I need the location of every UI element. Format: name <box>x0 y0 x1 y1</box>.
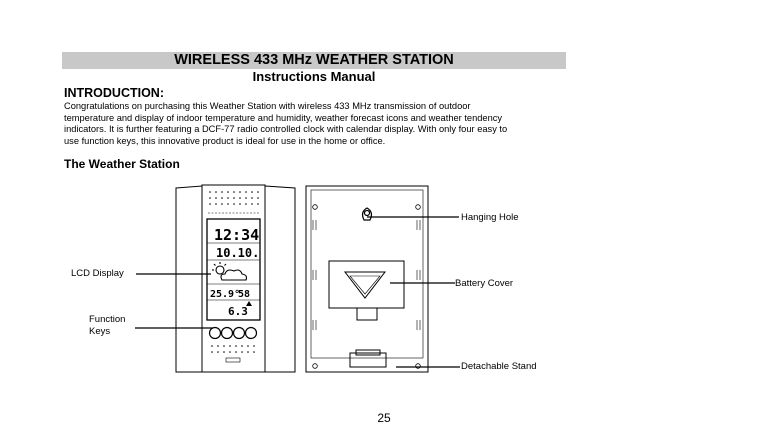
battery-cover <box>328 260 405 321</box>
introduction-heading: INTRODUCTION: <box>64 86 164 100</box>
hanging-hole-label: Hanging Hole <box>461 212 519 223</box>
intro-line: indicators. It is further featuring a DC… <box>64 124 508 135</box>
document-subtitle: Instructions Manual <box>252 69 376 84</box>
detachable-stand-label: Detachable Stand <box>461 361 537 372</box>
lcd-outdoor-temperature: 6.3 <box>228 305 248 318</box>
intro-line: Congratulations on purchasing this Weath… <box>64 101 471 111</box>
lcd-indoor-temperature: 25.9° <box>210 289 240 300</box>
front-view <box>175 184 296 373</box>
document-title: WIRELESS 433 MHz WEATHER STATION <box>62 52 566 69</box>
lcd-date: 10.10. <box>216 246 259 260</box>
introduction-paragraph: Congratulations on purchasing this Weath… <box>64 101 584 147</box>
detachable-stand <box>349 349 387 368</box>
weather-forecast-icon <box>212 262 248 281</box>
function-keys <box>208 326 258 340</box>
lcd-display-label: LCD Display <box>71 268 124 279</box>
section-heading: The Weather Station <box>64 157 180 171</box>
lcd-time: 12:34 <box>214 226 259 244</box>
page-number: 25 <box>377 411 391 425</box>
back-view <box>305 185 429 373</box>
function-keys-label-line2: Keys <box>89 326 111 337</box>
speaker-grille-top <box>209 191 259 205</box>
battery-cover-label: Battery Cover <box>455 278 514 289</box>
intro-line: use function keys, this innovative produ… <box>64 135 386 146</box>
intro-line: temperature and display of indoor temper… <box>64 112 503 123</box>
leader-lines <box>135 216 460 368</box>
hanging-hole <box>361 207 373 221</box>
speaker-grille-bottom <box>211 345 255 353</box>
screws <box>312 204 421 369</box>
lcd-humidity: 58 <box>238 289 250 300</box>
function-keys-label-line1: Function <box>89 314 126 325</box>
